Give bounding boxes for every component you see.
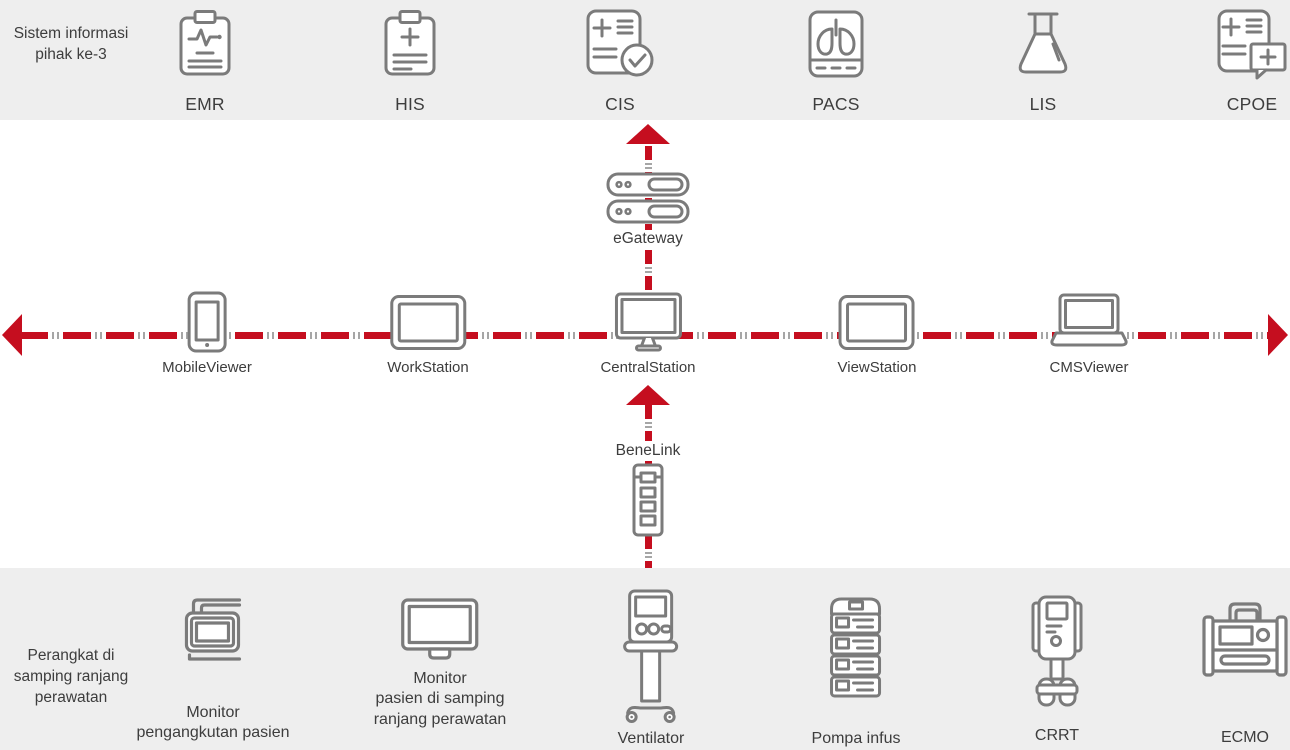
egateway-icon (606, 172, 690, 224)
transport-monitor-icon (181, 595, 245, 671)
cis-icon (585, 4, 655, 84)
bedside-monitor-icon (400, 597, 480, 661)
device-infusion-pump-label: Pompa infus (811, 730, 901, 747)
device-crrt: CRRT (1031, 592, 1083, 746)
arrow-up-egateway-icon (626, 124, 670, 144)
emr-icon (176, 4, 234, 84)
device-ecmo: ECMO (1202, 600, 1288, 748)
bedside-title-line1: Perangkat di (27, 647, 115, 664)
device-ecmo-label: ECMO (1221, 729, 1269, 746)
his-icon (381, 4, 439, 84)
egateway-label: eGateway (608, 230, 688, 248)
system-his: HIS (381, 4, 439, 115)
arrow-left-icon (2, 314, 22, 356)
system-cpoe-label: CPOE (1226, 94, 1278, 114)
arrow-up-benelink-icon (626, 385, 670, 405)
station-viewstation-label: ViewStation (837, 359, 917, 376)
system-lis: LIS (1012, 4, 1074, 115)
third-party-title: Sistem informasi pihak ke-3 (14, 24, 129, 66)
cpoe-icon (1216, 4, 1288, 84)
bedside-title-line2: samping ranjang (13, 667, 129, 685)
system-cpoe: CPOE (1216, 4, 1288, 115)
system-emr: EMR (176, 4, 234, 115)
device-ventilator: Ventilator (617, 589, 685, 749)
third-party-title-line2: pihak ke-3 (35, 45, 107, 63)
mobileviewer-icon (186, 290, 228, 354)
station-workstation: WorkStation (387, 290, 469, 376)
system-cis-label: CIS (605, 94, 635, 114)
device-ventilator-label: Ventilator (617, 730, 685, 747)
viewstation-icon (838, 290, 916, 354)
bedside-title-line3: perawatan (34, 688, 108, 706)
station-centralstation: CentralStation (600, 290, 696, 376)
bedside-title: Perangkat di samping ranjang perawatan (14, 646, 129, 709)
benelink-label: BeneLink (609, 441, 687, 461)
system-cis: CIS (585, 4, 655, 115)
device-transport-monitor-label-line1: Monitor (186, 704, 240, 721)
device-bedside-monitor-label-line3: ranjang perawatan (373, 710, 507, 728)
benelink-icon (631, 463, 665, 537)
device-bedside-monitor: Monitor pasien di samping ranjang perawa… (373, 597, 507, 730)
third-party-title-line1: Sistem informasi (13, 25, 129, 42)
station-mobileviewer-label: MobileViewer (162, 359, 252, 376)
station-workstation-label: WorkStation (387, 359, 469, 376)
system-pacs-label: PACS (812, 94, 860, 114)
benelink-node (631, 463, 665, 537)
egateway-node: eGateway (606, 172, 690, 248)
station-cmsviewer: CMSViewer (1049, 290, 1129, 376)
device-bedside-monitor-label-line2: pasien di samping (375, 690, 505, 708)
crrt-icon (1031, 592, 1083, 712)
system-emr-label: EMR (185, 94, 225, 114)
system-lis-label: LIS (1029, 94, 1057, 114)
device-transport-monitor-label-line2: pengangkutan pasien (136, 724, 290, 742)
system-pacs: PACS (806, 4, 866, 115)
infusion-pump-icon (827, 595, 885, 701)
ventilator-icon (623, 589, 679, 725)
pacs-icon (806, 4, 866, 84)
station-centralstation-label: CentralStation (600, 359, 696, 376)
centralstation-icon (613, 290, 683, 354)
station-viewstation: ViewStation (837, 290, 917, 376)
lis-icon (1012, 4, 1074, 84)
station-cmsviewer-label: CMSViewer (1049, 359, 1129, 376)
device-infusion-pump: Pompa infus (811, 595, 901, 749)
device-transport-monitor: Monitor pengangkutan pasien (136, 595, 290, 744)
workstation-icon (389, 290, 467, 354)
device-crrt-label: CRRT (1034, 727, 1080, 744)
system-his-label: HIS (395, 94, 425, 114)
ecmo-icon (1202, 600, 1288, 678)
station-mobileviewer: MobileViewer (162, 290, 252, 376)
device-bedside-monitor-label-line1: Monitor (413, 670, 467, 687)
cmsviewer-icon (1049, 290, 1129, 354)
arrow-right-icon (1268, 314, 1288, 356)
